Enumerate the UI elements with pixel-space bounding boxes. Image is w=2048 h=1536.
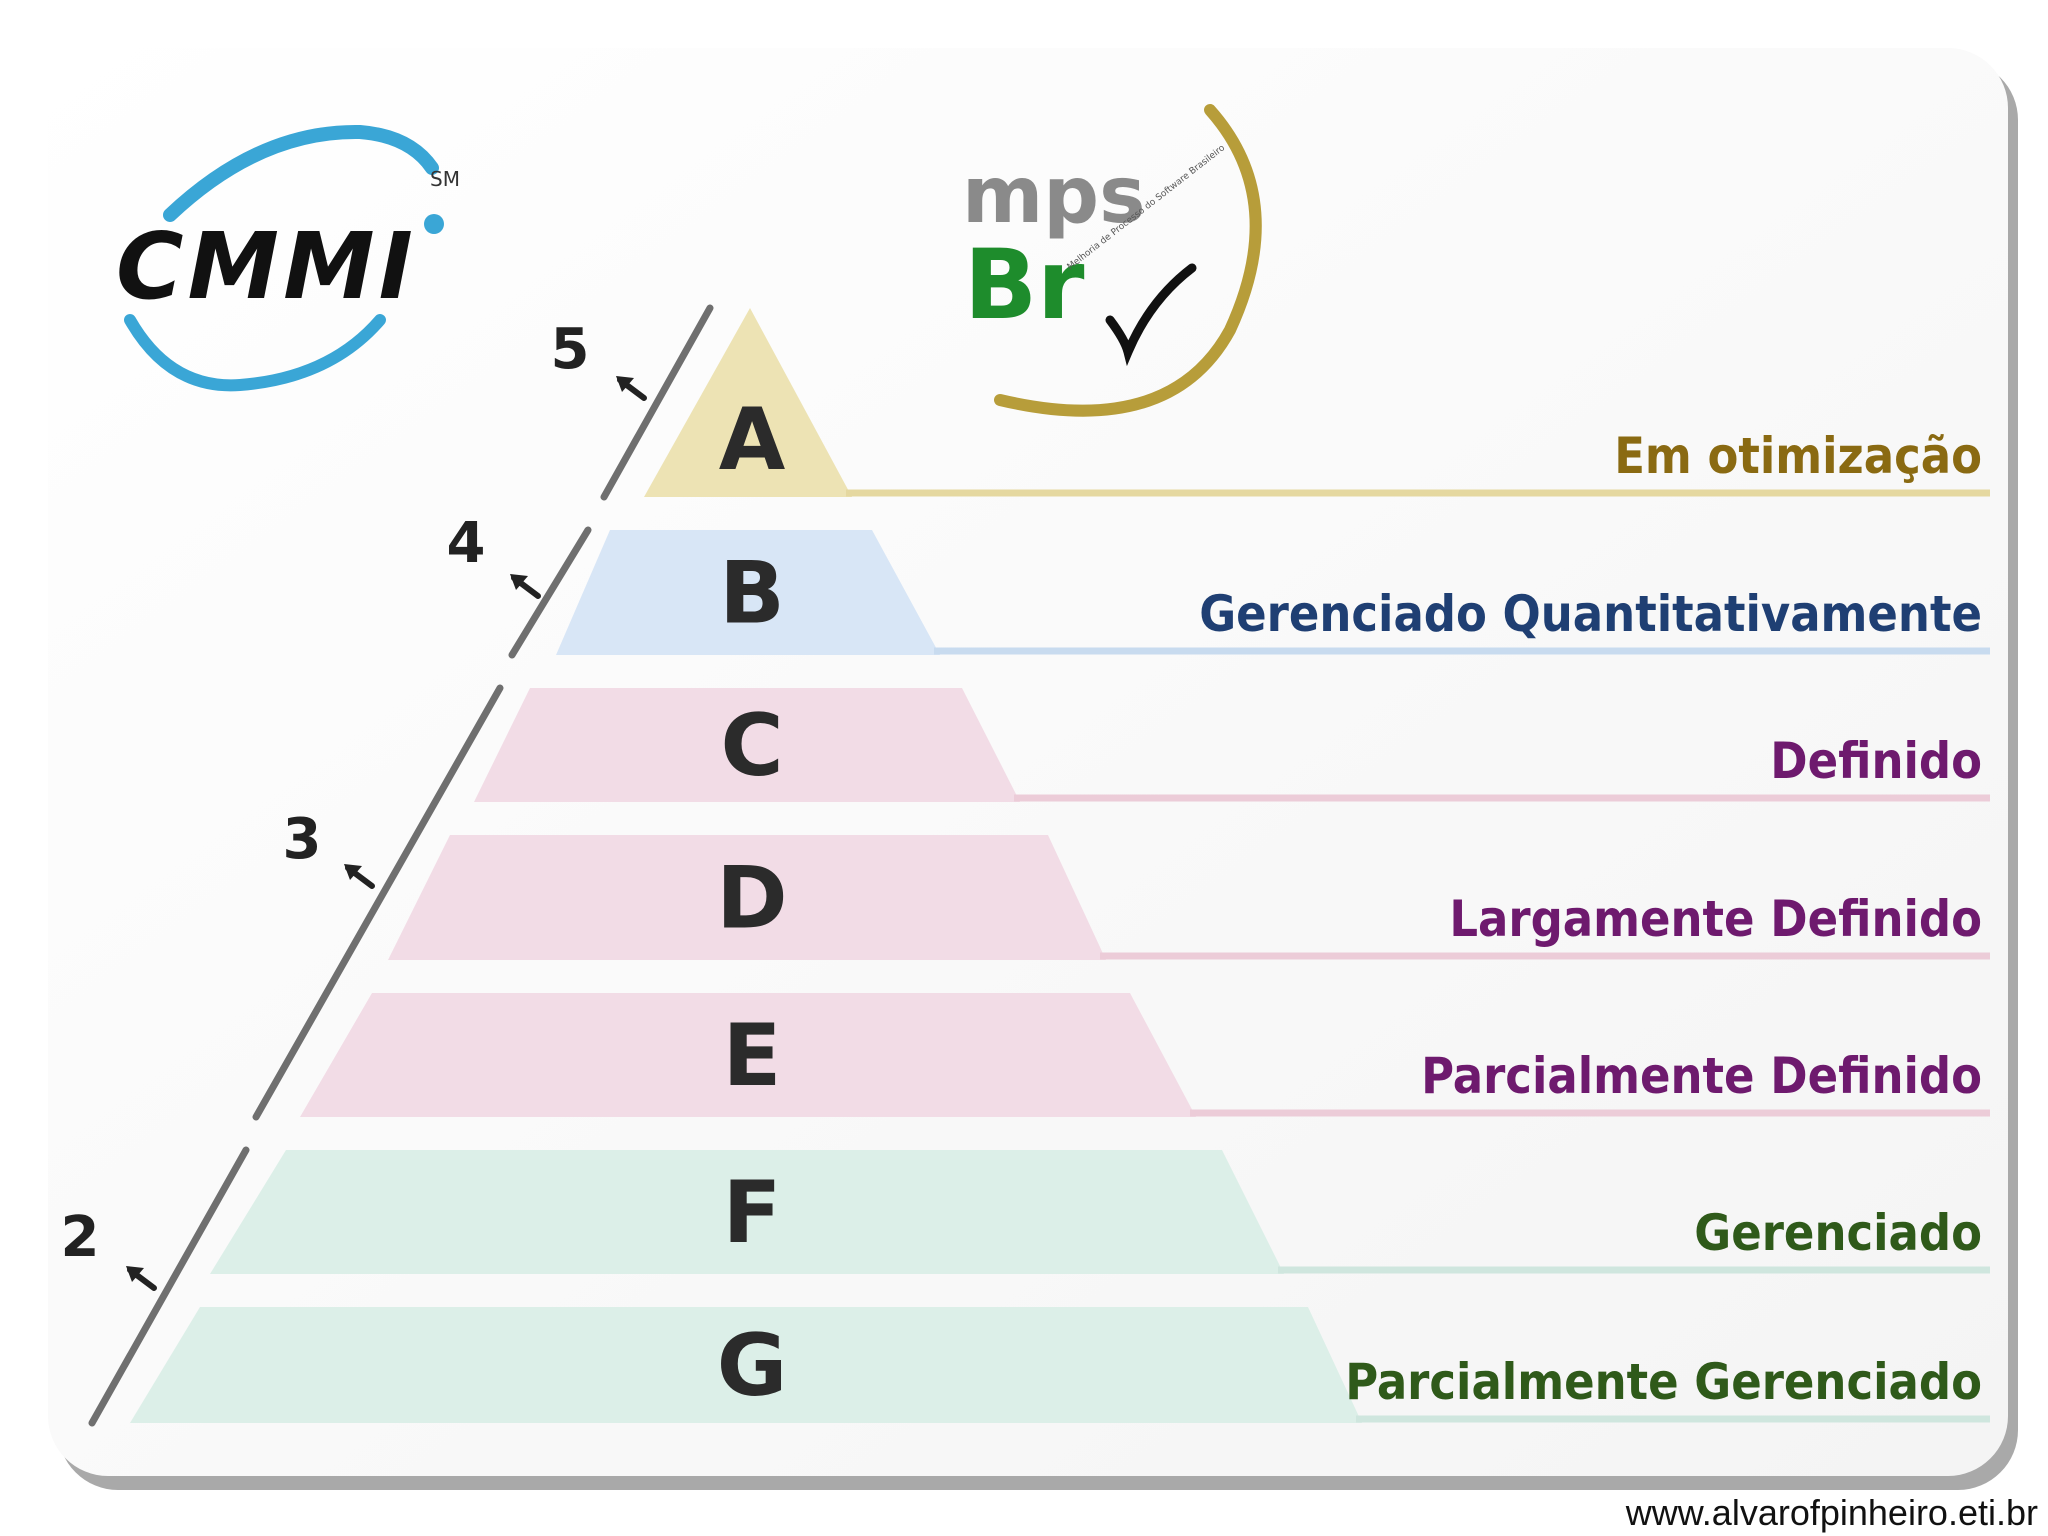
level-name: Parcialmente Gerenciado: [1345, 1353, 1982, 1411]
cmmi-level-number: 3: [283, 807, 322, 872]
level-band-shape: [130, 1307, 1362, 1423]
level-letter: G: [717, 1316, 788, 1416]
level-band-shape: [644, 308, 852, 497]
level-name: Largamente Definido: [1449, 890, 1982, 948]
level-name: Gerenciado: [1694, 1204, 1982, 1262]
level-letter: C: [720, 696, 783, 796]
cmmi-level-2: 2: [61, 1146, 250, 1427]
cmmi-level-diagonal: [252, 684, 504, 1121]
level-name: Gerenciado Quantitativamente: [1199, 585, 1982, 643]
level-band-shape: [210, 1150, 1284, 1274]
cmmi-superscript: SM: [430, 167, 460, 191]
level-band-shape: [474, 688, 1020, 802]
cmmi-level-number: 2: [61, 1205, 100, 1270]
arrow-icon: [126, 1266, 157, 1291]
level-g: G Parcialmente Gerenciado: [130, 1307, 1990, 1423]
card: [48, 48, 2008, 1476]
cmmi-swoosh-bottom: [124, 314, 386, 392]
level-a: A Em otimização: [644, 308, 1990, 497]
level-letter: B: [719, 544, 785, 644]
mpsbr-bottom-text: Br: [964, 229, 1085, 341]
cmmi-swoosh-top: [163, 124, 439, 222]
level-name: Definido: [1770, 732, 1982, 790]
level-letter: A: [719, 390, 786, 490]
cmmi-level-diagonal: [88, 1146, 250, 1427]
checkmark-icon: [1105, 263, 1197, 367]
footer-url: www.alvarofpinheiro.eti.br: [1625, 1492, 2038, 1533]
cmmi-level-diagonal: [600, 304, 714, 501]
arrow-icon: [344, 864, 375, 889]
cmmi-logo: CMMI SM: [116, 124, 460, 392]
level-letter: F: [723, 1163, 782, 1263]
mpsbr-ring: [994, 104, 1262, 417]
level-name: Em otimização: [1614, 427, 1982, 485]
cmmi-level-5: 5: [551, 304, 714, 501]
level-letter: E: [723, 1006, 782, 1106]
level-b: B Gerenciado Quantitativamente: [556, 530, 1990, 655]
level-band-shape: [388, 835, 1106, 960]
cmmi-level-4: 4: [447, 511, 592, 659]
level-band-shape: [300, 993, 1196, 1117]
level-letter: D: [716, 849, 787, 949]
cmmi-dot: [424, 214, 444, 234]
level-c: C Definido: [474, 688, 1990, 802]
arrow-icon: [616, 376, 647, 401]
level-band-shape: [556, 530, 940, 655]
cmmi-level-diagonal: [508, 526, 592, 659]
cmmi-level-3: 3: [252, 684, 504, 1121]
cmmi-logo-text: CMMI: [116, 213, 417, 320]
cmmi-level-markers: 5 4 3 2: [61, 304, 714, 1427]
cmmi-level-number: 4: [447, 511, 486, 576]
level-e: E Parcialmente Definido: [300, 993, 1990, 1117]
arrow-icon: [510, 574, 541, 599]
level-f: F Gerenciado: [210, 1150, 1990, 1274]
level-name: Parcialmente Definido: [1421, 1047, 1982, 1105]
mpsbr-top-text: mps: [962, 151, 1146, 241]
level-d: D Largamente Definido: [388, 835, 1990, 960]
cmmi-level-number: 5: [551, 317, 590, 382]
